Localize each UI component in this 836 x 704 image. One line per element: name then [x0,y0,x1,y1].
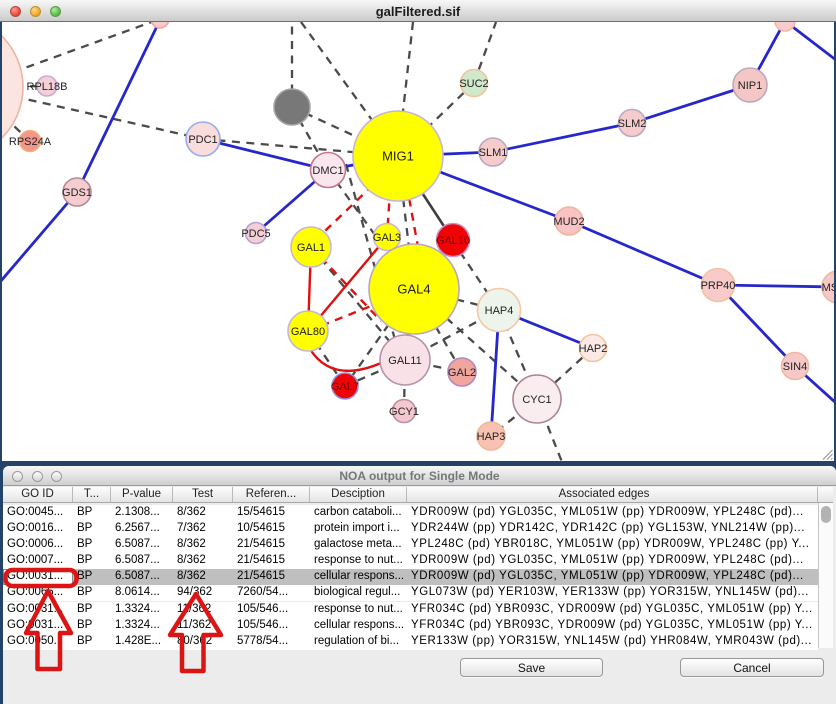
svg-text:GCY1: GCY1 [389,406,419,418]
svg-text:GAL4: GAL4 [397,282,430,297]
svg-text:GAL10: GAL10 [436,235,470,247]
svg-text:RPS24A: RPS24A [9,136,52,148]
svg-text:DMC1: DMC1 [312,165,343,177]
svg-text:HAP4: HAP4 [485,305,514,317]
svg-text:GAL11: GAL11 [388,355,421,367]
svg-text:MUD2: MUD2 [553,216,584,228]
svg-text:MSL1: MSL1 [822,282,834,294]
svg-text:CYC1: CYC1 [522,394,551,406]
svg-text:GAL1: GAL1 [297,242,325,254]
svg-text:HAP3: HAP3 [477,431,506,443]
svg-text:HAP2: HAP2 [579,343,608,355]
svg-text:SUC2: SUC2 [459,78,488,90]
svg-text:PDC5: PDC5 [241,228,270,240]
svg-text:GDS1: GDS1 [62,187,92,199]
svg-text:PDC1: PDC1 [188,134,217,146]
svg-text:SLM2: SLM2 [618,118,647,130]
svg-text:GAL80: GAL80 [291,326,325,338]
svg-text:GAL2: GAL2 [448,367,476,379]
svg-text:PRP40: PRP40 [701,280,736,292]
svg-text:NIP1: NIP1 [738,80,762,92]
svg-text:GAL3: GAL3 [373,232,401,244]
svg-text:GAL7: GAL7 [331,381,359,393]
svg-text:SLM1: SLM1 [479,147,508,159]
svg-text:SIN4: SIN4 [783,361,807,373]
svg-text:MIG1: MIG1 [382,149,414,164]
svg-text:RPL18B: RPL18B [27,81,68,93]
